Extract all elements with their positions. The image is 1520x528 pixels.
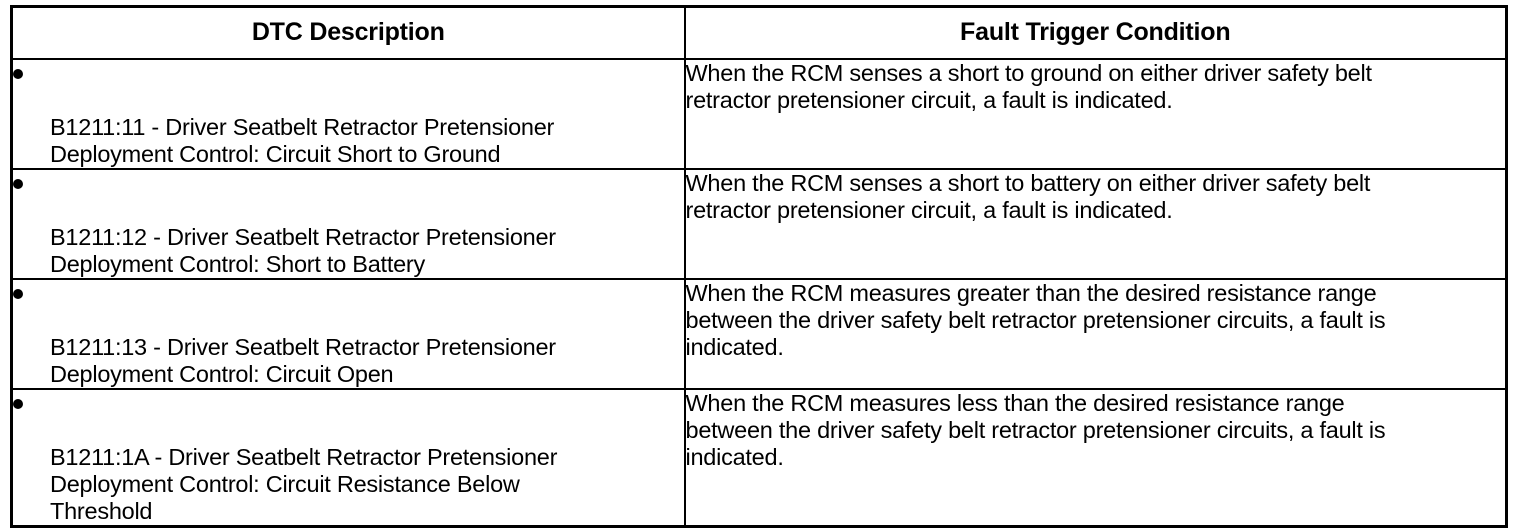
fault-trigger-condition-text: When the RCM measures less than the desi…	[685, 390, 1386, 470]
bullet-icon	[13, 69, 23, 79]
column-header-dtc-description: DTC Description	[10, 5, 686, 60]
bullet-icon	[13, 179, 23, 189]
cell-fault-trigger-condition: When the RCM senses a short to battery o…	[683, 168, 1508, 280]
dtc-bullet-item: B1211:1A - Driver Seatbelt Retractor Pre…	[13, 390, 684, 525]
cell-dtc-description: B1211:13 - Driver Seatbelt Retractor Pre…	[10, 278, 686, 390]
bullet-icon	[13, 289, 23, 299]
table-row: B1211:13 - Driver Seatbelt Retractor Pre…	[10, 278, 1508, 390]
table-body: B1211:11 - Driver Seatbelt Retractor Pre…	[10, 58, 1508, 528]
fault-trigger-condition-text: When the RCM senses a short to battery o…	[685, 170, 1371, 223]
table-row: B1211:12 - Driver Seatbelt Retractor Pre…	[10, 168, 1508, 280]
bullet-icon	[13, 399, 23, 409]
cell-fault-trigger-condition: When the RCM measures less than the desi…	[683, 388, 1508, 528]
dtc-bullet-item: B1211:12 - Driver Seatbelt Retractor Pre…	[13, 170, 684, 278]
dtc-bullet-item: B1211:11 - Driver Seatbelt Retractor Pre…	[13, 60, 684, 168]
page-root: DTC Description Fault Trigger Condition …	[10, 5, 1508, 528]
cell-fault-trigger-condition: When the RCM measures greater than the d…	[683, 278, 1508, 390]
dtc-description-text: B1211:12 - Driver Seatbelt Retractor Pre…	[50, 224, 556, 277]
table-row: B1211:11 - Driver Seatbelt Retractor Pre…	[10, 58, 1508, 170]
dtc-bullet-item: B1211:13 - Driver Seatbelt Retractor Pre…	[13, 280, 684, 388]
cell-dtc-description: B1211:12 - Driver Seatbelt Retractor Pre…	[10, 168, 686, 280]
cell-fault-trigger-condition: When the RCM senses a short to ground on…	[683, 58, 1508, 170]
dtc-description-text: B1211:11 - Driver Seatbelt Retractor Pre…	[50, 114, 555, 167]
cell-dtc-description: B1211:1A - Driver Seatbelt Retractor Pre…	[10, 388, 686, 528]
column-header-fault-trigger-condition: Fault Trigger Condition	[683, 5, 1508, 60]
cell-dtc-description: B1211:11 - Driver Seatbelt Retractor Pre…	[10, 58, 686, 170]
table-header: DTC Description Fault Trigger Condition	[10, 5, 1508, 60]
dtc-description-text: B1211:13 - Driver Seatbelt Retractor Pre…	[50, 334, 556, 387]
table-row: B1211:1A - Driver Seatbelt Retractor Pre…	[10, 388, 1508, 528]
fault-trigger-condition-text: When the RCM measures greater than the d…	[685, 280, 1386, 360]
dtc-description-text: B1211:1A - Driver Seatbelt Retractor Pre…	[50, 444, 558, 524]
fault-trigger-condition-text: When the RCM senses a short to ground on…	[685, 60, 1372, 113]
dtc-fault-table: DTC Description Fault Trigger Condition …	[10, 5, 1508, 528]
table-header-row: DTC Description Fault Trigger Condition	[10, 5, 1508, 60]
